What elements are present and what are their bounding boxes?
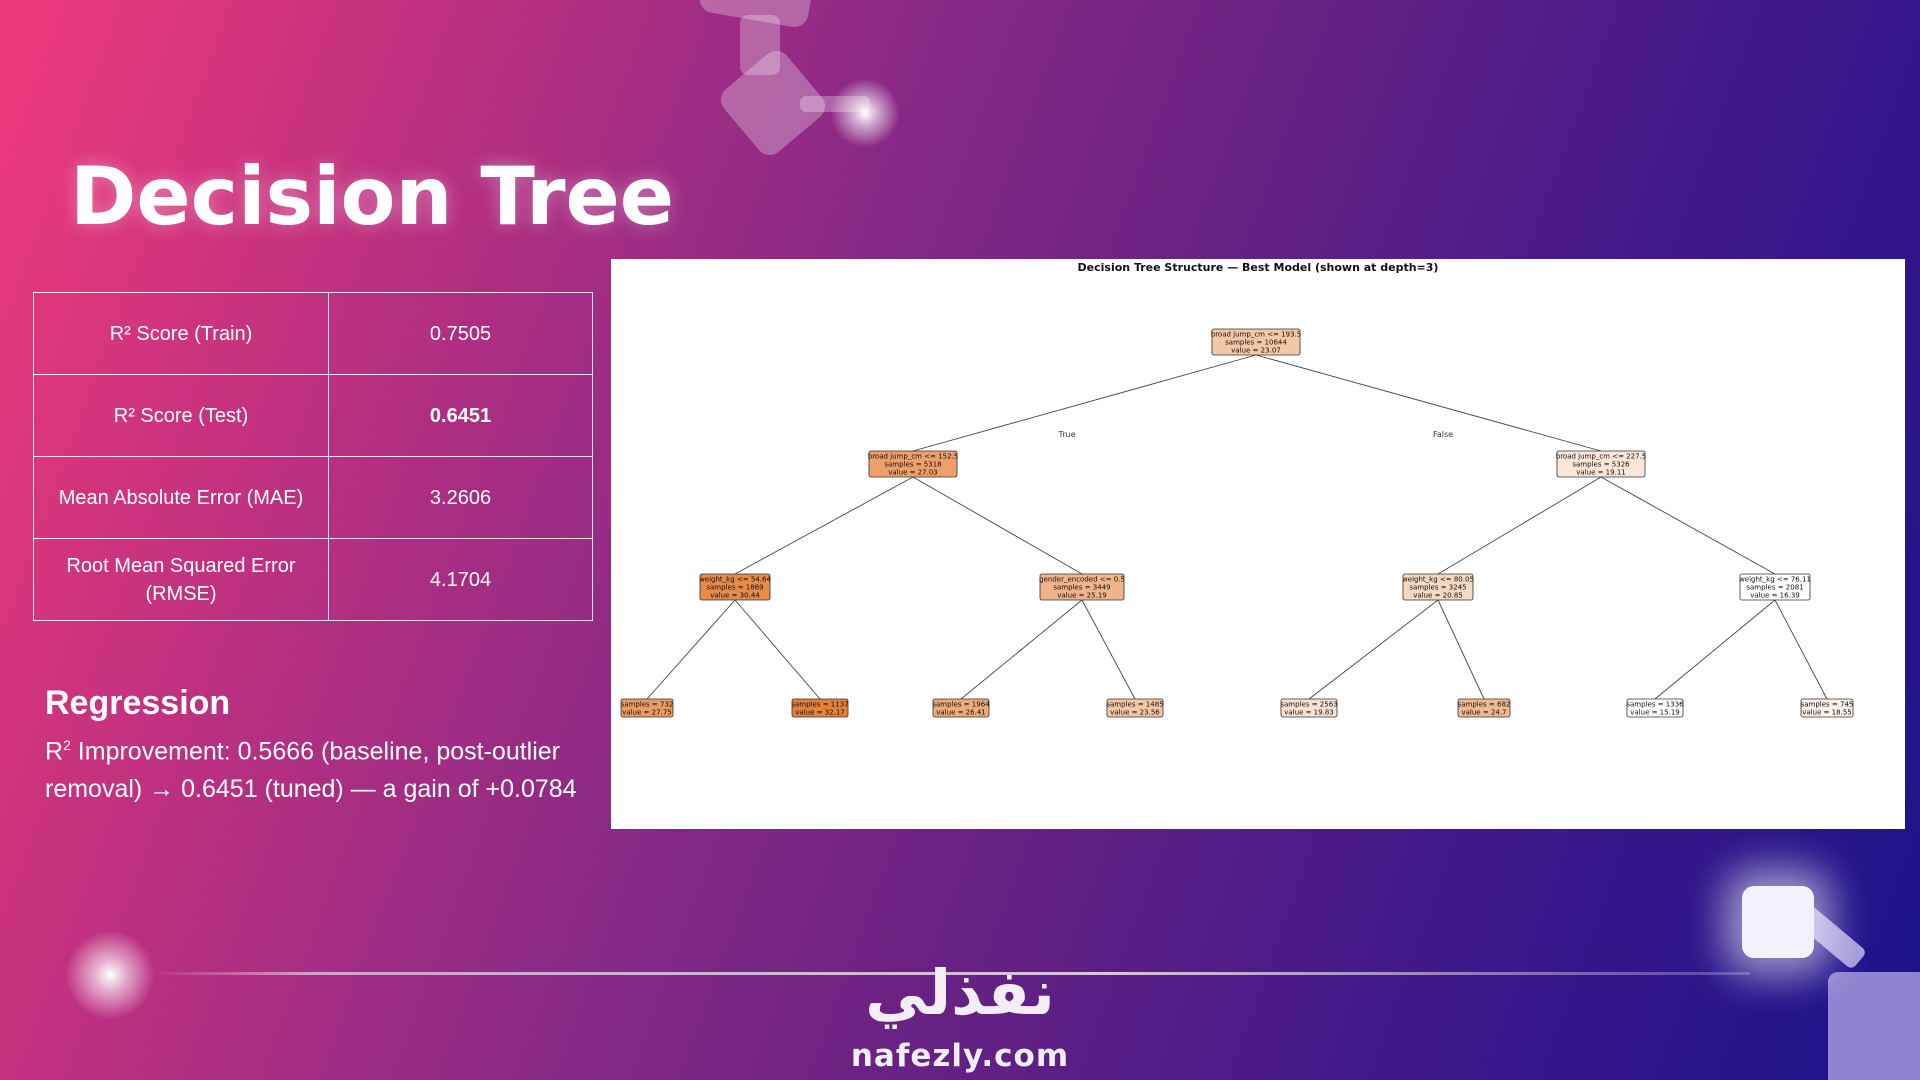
node-text: weight_kg <= 80.05: [1402, 576, 1474, 584]
node-text: value = 27.03: [888, 469, 937, 477]
node-text: value = 20.85: [1413, 592, 1462, 600]
tree-edge: [960, 599, 1083, 700]
node-text: value = 30.44: [710, 592, 760, 600]
node-text: value = 27.75: [622, 709, 671, 717]
slide-title: Decision Tree: [70, 150, 675, 243]
node-text: samples = 1869: [706, 584, 763, 592]
tree-edge: [1600, 476, 1776, 575]
node-text: samples = 10644: [1225, 339, 1287, 347]
r-symbol: R: [45, 737, 64, 766]
node-text: weight_kg <= 54.64: [699, 576, 771, 584]
node-text: broad jump_cm <= 152.5: [868, 453, 958, 461]
node-text: samples = 2081: [1746, 584, 1803, 592]
logo-arabic: نفذلي: [865, 956, 1055, 1029]
metric-label: Root Mean Squared Error (RMSE): [33, 538, 329, 621]
edge-label-true: True: [1058, 430, 1076, 439]
tree-edge: [912, 476, 1083, 575]
decision-tree-figure: Decision Tree Structure — Best Model (sh…: [611, 259, 1905, 829]
tree-edge: [734, 476, 914, 575]
tree-edge: [1437, 599, 1485, 700]
metric-value: 3.2606: [328, 456, 593, 539]
tree-edge: [912, 354, 1257, 452]
node-text: gender_encoded <= 0.5: [1039, 576, 1125, 584]
logo-url: nafezly.com: [850, 1038, 1070, 1074]
node-text: value = 32.17: [795, 709, 844, 717]
metric-label: R² Score (Train): [33, 292, 329, 375]
edge-label-false: False: [1433, 430, 1453, 439]
node-text: samples = 1485: [1106, 701, 1163, 709]
node-text: samples = 3245: [1409, 584, 1466, 592]
node-text: samples = 682: [1458, 701, 1511, 709]
regression-heading: Regression: [45, 684, 231, 722]
table-row: R² Score (Test) 0.6451: [33, 374, 593, 457]
top-glow: [830, 78, 900, 148]
node-text: samples = 5318: [884, 461, 941, 469]
table-row: R² Score (Train) 0.7505: [33, 292, 593, 375]
node-text: value = 23.07: [1231, 347, 1280, 355]
tree-edge: [1081, 599, 1136, 700]
node-text: value = 26.41: [936, 709, 985, 717]
tree-edge: [1774, 599, 1828, 700]
node-text: samples = 1336: [1626, 701, 1684, 709]
decision-tree-svg: Decision Tree Structure — Best Model (sh…: [620, 261, 1854, 718]
node-text: value = 23.56: [1110, 709, 1160, 717]
node-text: weight_kg <= 76.11: [1739, 576, 1811, 584]
tree-edge: [1255, 354, 1602, 452]
metrics-table: R² Score (Train) 0.7505 R² Score (Test) …: [33, 292, 593, 621]
left-glow: [65, 930, 155, 1020]
node-text: value = 24.7: [1461, 709, 1506, 717]
table-row: Root Mean Squared Error (RMSE) 4.1704: [33, 538, 593, 621]
tree-edge: [1308, 599, 1439, 700]
tree-edge: [646, 599, 736, 700]
metric-value: 0.6451: [328, 374, 593, 457]
tree-edge: [1654, 599, 1776, 700]
node-text: samples = 1964: [932, 701, 990, 709]
node-text: samples = 1137: [791, 701, 848, 709]
node-text: value = 19.83: [1284, 709, 1333, 717]
metric-value: 0.7505: [328, 292, 593, 375]
node-text: samples = 3449: [1053, 584, 1110, 592]
node-text: value = 25.19: [1057, 592, 1106, 600]
corner-square: [1742, 886, 1814, 958]
node-text: value = 15.19: [1630, 709, 1679, 717]
tree-edge: [1437, 476, 1602, 575]
table-row: Mean Absolute Error (MAE) 3.2606: [33, 456, 593, 539]
tree-edge: [734, 599, 821, 700]
metric-value: 4.1704: [328, 538, 593, 621]
node-text: samples = 2563: [1280, 701, 1337, 709]
divider-line: [150, 972, 1750, 975]
regression-description: R2 Improvement: 0.5666 (baseline, post-o…: [45, 726, 605, 808]
node-text: value = 18.55: [1802, 709, 1851, 717]
metric-label: Mean Absolute Error (MAE): [33, 456, 329, 539]
node-text: broad jump_cm <= 227.5: [1556, 453, 1646, 461]
corner-decoration: [1828, 972, 1920, 1080]
node-text: broad jump_cm <= 193.5: [1211, 331, 1301, 339]
node-text: value = 19.11: [1576, 469, 1625, 477]
node-text: value = 16.39: [1750, 592, 1799, 600]
tree-title: Decision Tree Structure — Best Model (sh…: [1078, 261, 1439, 274]
node-text: samples = 732: [621, 701, 674, 709]
regression-text: Improvement: 0.5666 (baseline, post-outl…: [45, 737, 577, 804]
r-superscript: 2: [63, 737, 71, 753]
metric-label: R² Score (Test): [33, 374, 329, 457]
node-text: samples = 745: [1801, 701, 1854, 709]
node-text: samples = 5326: [1572, 461, 1630, 469]
